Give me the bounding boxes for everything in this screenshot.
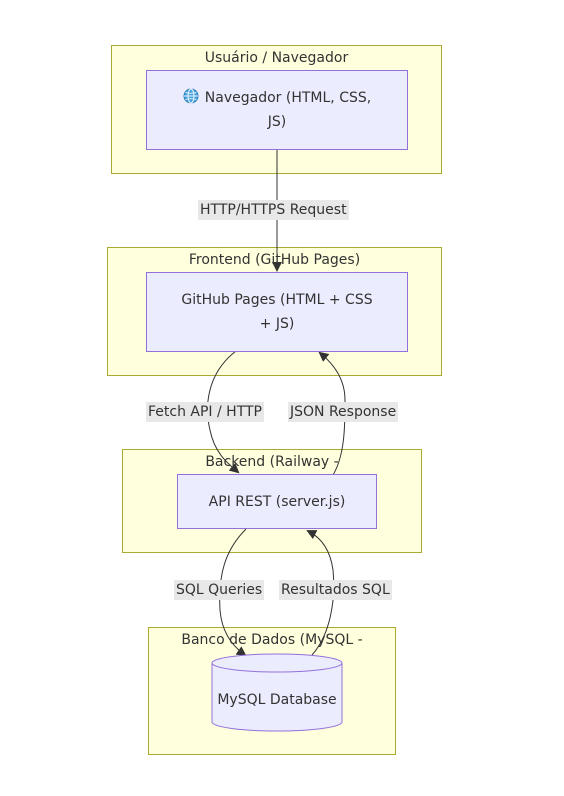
browser-label-line-2: JS) bbox=[267, 114, 287, 130]
ghpages-label-line-2: + JS) bbox=[259, 316, 295, 332]
cluster-title-frontend: Frontend (GitHub Pages) bbox=[188, 252, 361, 268]
node-browser[interactable]: Navegador (HTML, CSS, JS) bbox=[146, 70, 408, 150]
browser-row-1: Navegador (HTML, CSS, bbox=[183, 88, 372, 106]
browser-label-line-1: Navegador (HTML, CSS, bbox=[204, 90, 372, 106]
globe-icon bbox=[183, 88, 199, 104]
node-github-pages[interactable]: GitHub Pages (HTML + CSS + JS) bbox=[146, 272, 408, 352]
ghpages-label-line-1: GitHub Pages (HTML + CSS bbox=[181, 292, 373, 308]
edge-label-sql-results: Resultados SQL bbox=[279, 580, 392, 600]
mysql-cylinder-shape bbox=[211, 653, 343, 732]
edge-label-http-request: HTTP/HTTPS Request bbox=[198, 200, 349, 220]
cluster-title-user: Usuário / Navegador bbox=[204, 50, 349, 66]
edge-label-json-response: JSON Response bbox=[288, 402, 399, 422]
edge-sql-results bbox=[306, 530, 335, 656]
api-label: API REST (server.js) bbox=[208, 493, 346, 510]
node-api-rest[interactable]: API REST (server.js) bbox=[177, 474, 377, 529]
edge-sql-queries bbox=[219, 528, 247, 657]
edge-label-sql-queries: SQL Queries bbox=[174, 580, 265, 600]
edge-fetch-api bbox=[207, 350, 240, 474]
edge-json-response bbox=[318, 351, 346, 476]
edge-label-fetch-api: Fetch API / HTTP bbox=[146, 402, 265, 422]
node-mysql-database[interactable]: MySQL Database bbox=[217, 692, 337, 708]
cluster-title-database: Banco de Dados (MySQL - bbox=[181, 632, 363, 648]
